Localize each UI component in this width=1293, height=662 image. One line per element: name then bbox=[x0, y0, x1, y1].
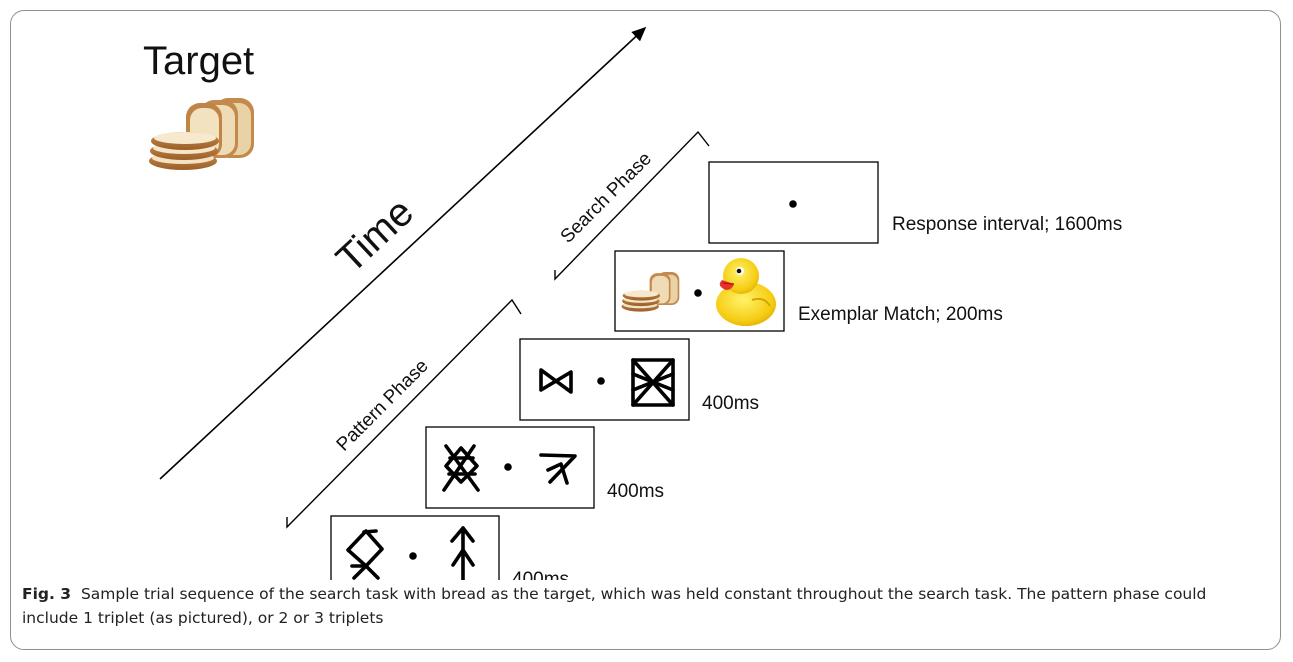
bent-x-symbol bbox=[539, 453, 577, 485]
frame-label-response-interval: Response interval; 1600ms bbox=[892, 214, 1122, 235]
fixation-dot bbox=[504, 463, 512, 471]
rubber-duck-image bbox=[716, 258, 776, 326]
frame-label-pattern-3: 400ms bbox=[512, 569, 569, 580]
search-phase-label: Search Phase bbox=[557, 148, 656, 247]
target-label: Target bbox=[143, 39, 254, 83]
arrow-tree-symbol bbox=[450, 526, 475, 580]
time-label: Time bbox=[328, 190, 422, 282]
frame-label-pattern-1: 400ms bbox=[702, 393, 759, 414]
caption-text: Sample trial sequence of the search task… bbox=[22, 585, 1207, 627]
crossed-box-symbol bbox=[631, 358, 675, 407]
bowtie-symbol bbox=[539, 368, 573, 394]
fixation-dot bbox=[597, 377, 605, 385]
time-arrow bbox=[159, 26, 647, 480]
bread-image bbox=[149, 98, 254, 170]
frame-label-exemplar-match: Exemplar Match; 200ms bbox=[798, 304, 1003, 325]
caption-label: Fig. 3 bbox=[22, 585, 72, 603]
figure-caption: Fig. 3 Sample trial sequence of the sear… bbox=[22, 582, 1262, 630]
pattern-frame-3 bbox=[330, 515, 500, 580]
fixation-dot bbox=[694, 289, 702, 297]
response-interval-frame bbox=[708, 161, 879, 244]
frame-label-pattern-2: 400ms bbox=[607, 481, 664, 502]
pattern-phase-bracket bbox=[286, 298, 522, 529]
trial-sequence-diagram: Target Time Search Phase Pattern Phase R… bbox=[143, 26, 1122, 580]
pattern-frame-2 bbox=[425, 426, 595, 509]
pattern-frame-1 bbox=[519, 338, 690, 421]
diamond-cross-symbol bbox=[346, 529, 384, 580]
star-cross-symbol bbox=[442, 444, 480, 492]
pattern-phase-label: Pattern Phase bbox=[333, 356, 433, 456]
search-phase-bracket bbox=[554, 130, 710, 281]
bread-image-small bbox=[621, 272, 680, 312]
fixation-dot bbox=[409, 552, 417, 560]
exemplar-match-frame bbox=[614, 250, 785, 332]
fixation-dot bbox=[789, 200, 797, 208]
